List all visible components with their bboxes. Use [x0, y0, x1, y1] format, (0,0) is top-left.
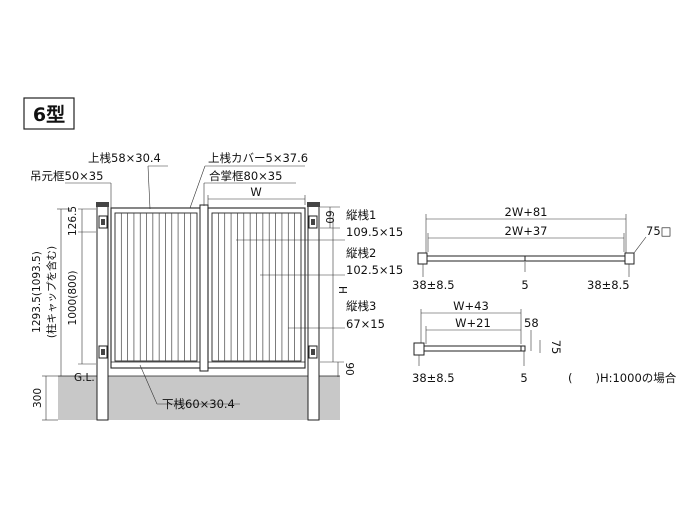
plan-double-leaves	[426, 255, 626, 262]
plan-single-post-75: 75	[549, 340, 563, 355]
dim-h: H	[336, 286, 348, 294]
label-top-rail-cover: 上桟カバー5×37.6	[208, 151, 308, 165]
type-badge-label: 6型	[33, 103, 65, 126]
label-bottom-rail: 下桟60×30.4	[162, 397, 235, 411]
elevation-view	[42, 165, 345, 421]
right-post-cap	[307, 202, 320, 207]
right-post	[307, 205, 320, 421]
plan-double-post: 75□	[646, 224, 672, 238]
left-post	[96, 205, 109, 421]
left-leaf	[110, 207, 202, 369]
label-vstile1-name: 縦桟1	[346, 208, 376, 222]
plan-single-left-offset: 38±8.5	[412, 371, 455, 385]
plan-double-inner: 2W+37	[505, 224, 548, 238]
plan-double	[417, 214, 647, 277]
label-gl: G.L.	[74, 372, 95, 384]
dim-1000-800: 1000(800)	[67, 271, 79, 326]
plan-single-leaf	[423, 345, 526, 352]
plan-single-overall: W+43	[453, 299, 489, 313]
dim-300: 300	[32, 388, 44, 408]
label-width-w: W	[250, 185, 261, 199]
label-vstile3-size: 67×15	[346, 317, 385, 331]
plan-single	[413, 309, 541, 366]
note-height-case: ( )H:1000の場合	[568, 371, 677, 385]
meeting-stile	[199, 204, 209, 372]
plan-double-right-post	[624, 252, 635, 265]
plan-double-left-post	[417, 252, 428, 265]
dim-60: 60	[323, 210, 335, 223]
label-vstile2-size: 102.5×15	[346, 263, 403, 277]
plan-single-center: 5	[520, 371, 527, 385]
label-vstile2-name: 縦桟2	[346, 246, 376, 260]
dim-126-5: 126.5	[67, 206, 79, 236]
plan-single-inner: W+21	[455, 316, 491, 330]
type-badge: 6型	[23, 97, 75, 130]
plan-double-center: 5	[521, 278, 528, 292]
dim-total-note: (柱キャップを含む)	[45, 246, 58, 338]
right-leaf	[207, 207, 306, 369]
plan-double-left-offset: 38±8.5	[412, 278, 455, 292]
plan-single-post-58: 58	[524, 316, 539, 330]
label-vstile1-size: 109.5×15	[346, 225, 403, 239]
label-vstile3-name: 縦桟3	[346, 299, 376, 313]
left-post-cap	[96, 202, 109, 207]
plan-double-overall: 2W+81	[505, 205, 548, 219]
plan-single-post	[413, 342, 425, 356]
label-meeting-frame: 合掌框80×35	[209, 169, 282, 183]
dim-total-height: 1293.5(1093.5)	[31, 251, 43, 333]
plan-double-right-offset: 38±8.5	[587, 278, 630, 292]
label-top-rail: 上桟58×30.4	[88, 151, 161, 165]
dim-90: 90	[343, 362, 355, 375]
label-hanging-frame: 吊元框50×35	[30, 169, 103, 183]
